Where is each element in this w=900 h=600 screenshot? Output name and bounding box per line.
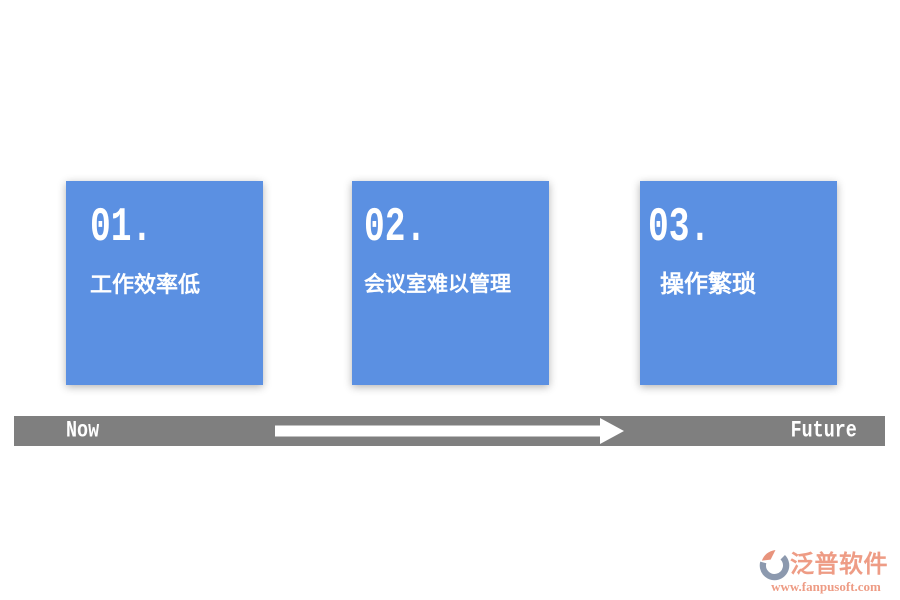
arrow-right-icon [275,418,624,444]
card-1-title: 工作效率低 [90,272,201,297]
logo-brand-text: 泛普软件 [790,550,888,578]
fanpu-logo-row: 泛普软件 [759,548,893,581]
fanpu-logo: 泛普软件 www.fanpusoft.com [759,548,893,595]
timeline-bar: Now Future [14,416,885,446]
problem-card-2: 02. 会议室难以管理 [352,181,549,385]
card-3-title: 操作繁琐 [660,271,756,298]
card-3-number: 03. [648,201,711,255]
timeline-start-label: Now [66,417,100,444]
problem-card-1: 01. 工作效率低 [66,181,263,385]
logo-url-text: www.fanpusoft.com [771,579,881,594]
problem-card-3: 03. 操作繁琐 [640,181,837,385]
card-1-number: 01. [90,201,153,255]
card-2-title: 会议室难以管理 [364,273,511,296]
fanpu-logo-icon [759,549,790,581]
card-2-number: 02. [364,201,427,255]
timeline-end-label: Future [790,417,857,444]
